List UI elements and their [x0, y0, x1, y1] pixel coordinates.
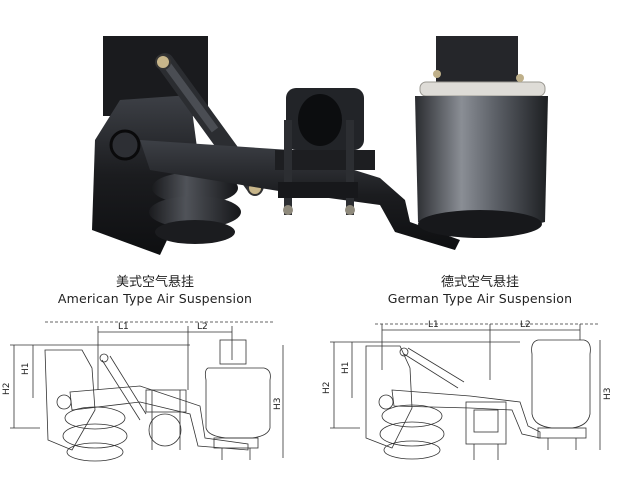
american-h3-label: H3 — [273, 398, 283, 411]
german-h1-label: H1 — [341, 362, 351, 375]
german-dimension-labels: L1 L2 H2 H1 H3 — [322, 320, 613, 400]
german-h2-label: H2 — [322, 382, 332, 395]
german-caption-en: German Type Air Suspension — [387, 291, 573, 306]
american-h2-label: H2 — [2, 383, 12, 396]
suspension-photo — [92, 36, 548, 255]
german-l2-label: L2 — [520, 320, 531, 330]
american-caption-zh: 美式空气悬挂 — [115, 275, 194, 290]
american-drawing — [10, 321, 284, 462]
american-h1-label: H1 — [21, 363, 31, 376]
german-caption: 德式空气悬挂 German Type Air Suspension — [370, 275, 590, 307]
left-air-bellows — [149, 172, 241, 244]
technical-drawings: L1 L2 H2 H1 H3 L1 L2 H2 H1 H3 — [2, 320, 613, 462]
american-caption-en: American Type Air Suspension — [57, 291, 253, 306]
axle-clamp — [275, 88, 375, 215]
german-caption-zh: 德式空气悬挂 — [440, 275, 519, 290]
american-l2-label: L2 — [197, 322, 208, 332]
american-dimension-labels: L1 L2 H2 H1 H3 — [2, 322, 283, 410]
german-h3-label: H3 — [603, 388, 613, 401]
american-caption: 美式空气悬挂 American Type Air Suspension — [40, 275, 270, 307]
german-l1-label: L1 — [428, 320, 439, 330]
right-air-spring — [415, 70, 548, 238]
trailing-arm — [140, 140, 460, 250]
american-l1-label: L1 — [118, 322, 129, 332]
german-drawing — [330, 323, 601, 460]
